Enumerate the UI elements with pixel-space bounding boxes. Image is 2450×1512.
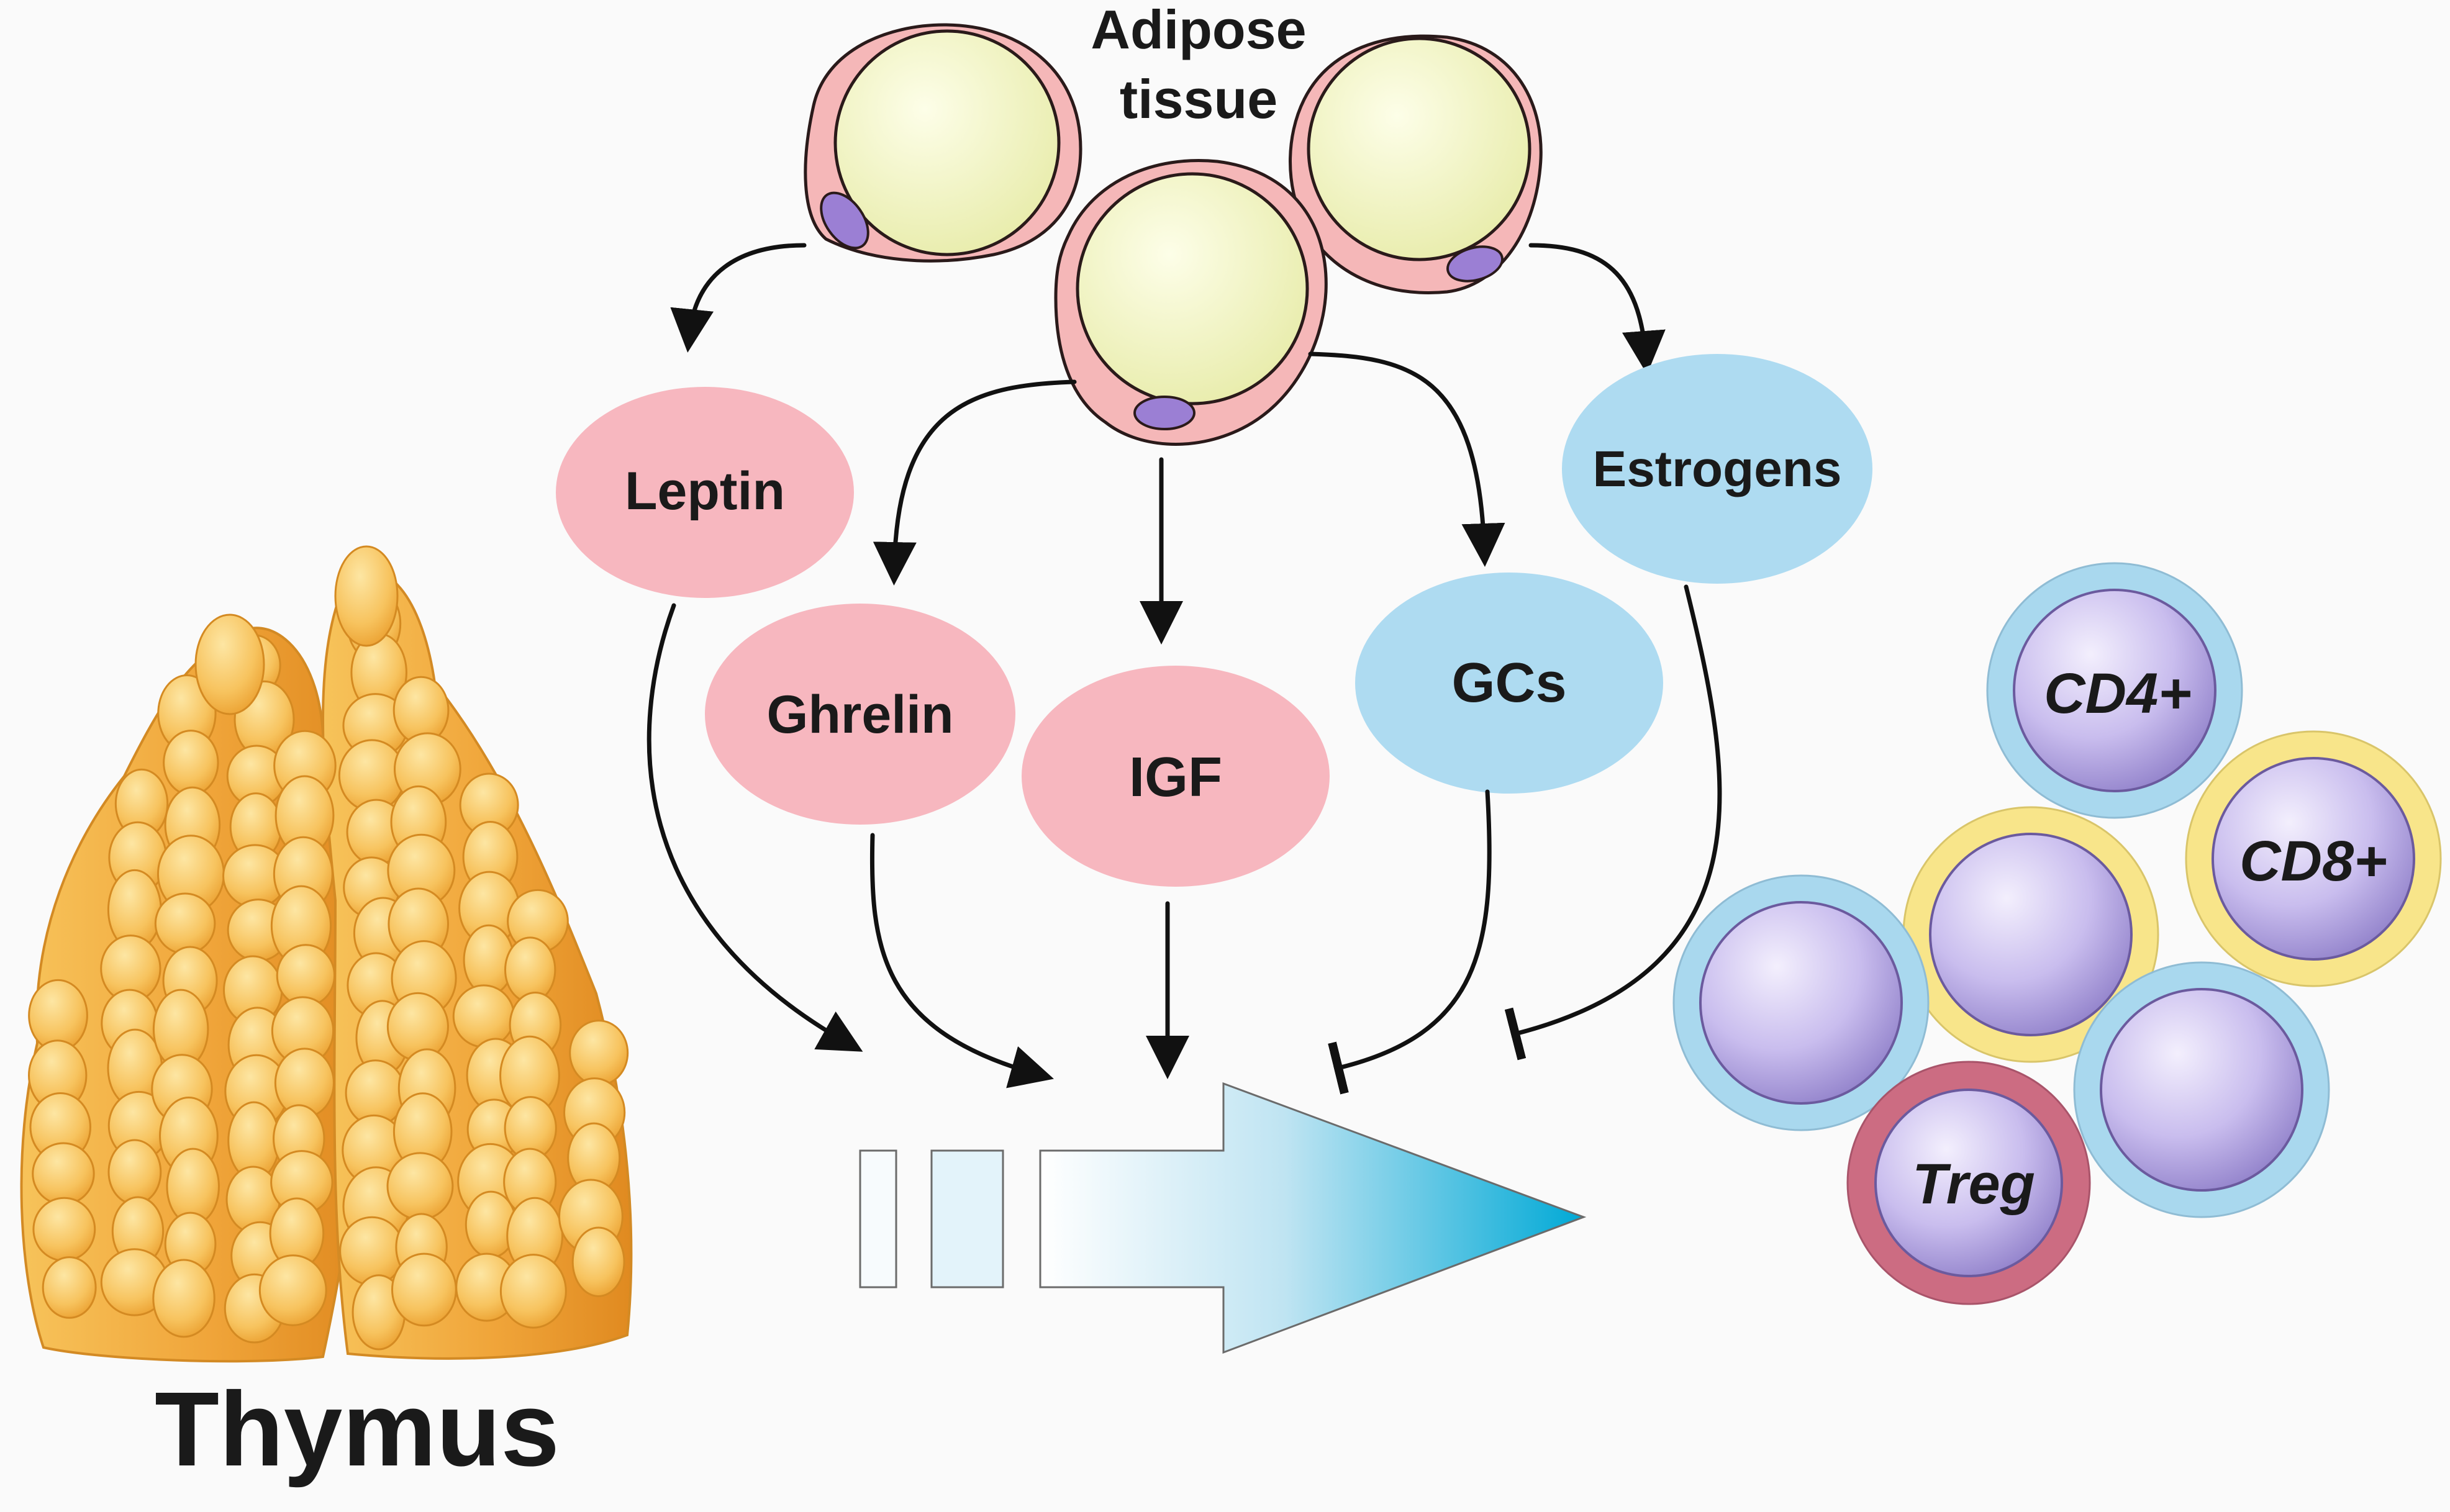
arrow-adipose-to-ghrelin (873, 379, 1077, 586)
adipocyte-right (1289, 34, 1543, 294)
adipose-connectors (670, 243, 1666, 645)
nucleus (1133, 396, 1196, 430)
thymus-lobule (32, 1197, 96, 1262)
thymus-lobule (569, 1020, 629, 1087)
t-cells: CD4+ CD8+ Treg (1672, 562, 2442, 1305)
cell-cd8: CD8+ (2185, 730, 2442, 987)
cell-cd4: CD4+ (1986, 562, 2243, 819)
gcs-label: GCs (1451, 652, 1566, 714)
thymus-lobule (42, 1256, 97, 1319)
thymus-lobule (452, 984, 515, 1048)
adipose-label-line1: Adipose (1091, 0, 1306, 60)
thymus-lobule (107, 1139, 162, 1205)
thymus-lobule (391, 1252, 457, 1327)
thymus-lobule (154, 892, 216, 955)
cell-treg: Treg (1846, 1061, 2091, 1305)
node-gcs: GCs (1355, 573, 1663, 794)
igf-label: IGF (1129, 746, 1222, 808)
arrow-adipose-to-estrogens (1528, 243, 1666, 374)
arrow-adipose-to-gcs (1308, 351, 1505, 567)
cd4-label: CD4+ (2044, 662, 2192, 725)
thymus-organ: Thymus (20, 545, 633, 1488)
thymus-lobule (386, 1152, 454, 1221)
inhibit-estrogens (1504, 584, 1722, 1061)
treg-label: Treg (1912, 1152, 2035, 1216)
arrow-ghrelin-stimulates (869, 833, 1054, 1089)
node-estrogens: Estrogens (1562, 354, 1872, 584)
adipose-tissue: Adipose tissue (804, 0, 1543, 446)
thymus-lobule (32, 1142, 95, 1205)
node-leptin: Leptin (556, 387, 854, 598)
inhibit-gcs (1328, 789, 1492, 1095)
flow-dash-1 (859, 1149, 897, 1288)
thymus-lobule (571, 1226, 625, 1297)
nucleus (1446, 245, 1504, 283)
hormone-connectors (647, 584, 1722, 1095)
thymus-lobule (258, 1254, 327, 1326)
thymus-lobule (152, 1259, 216, 1338)
thymus-lobule (194, 613, 265, 715)
cell-yellow-unlabeled (1902, 806, 2159, 1063)
development-flow-arrow (859, 1082, 1587, 1354)
arrow-leptin-stimulates (647, 603, 863, 1052)
ghrelin-label: Ghrelin (766, 685, 953, 745)
cell-blue-right (2073, 961, 2330, 1218)
cell-blue-left (1672, 874, 1930, 1131)
thymus-lobule (334, 545, 399, 647)
flow-dash-2 (930, 1149, 1004, 1288)
nucleus (820, 191, 869, 250)
thymus-lobule (163, 730, 219, 796)
adipocyte-center (1054, 159, 1328, 446)
leptin-label: Leptin (625, 461, 785, 521)
node-igf: IGF (1022, 666, 1330, 887)
thymus-lobule (499, 1254, 567, 1329)
adipocyte-left (804, 23, 1082, 263)
cd8-label: CD8+ (2239, 830, 2387, 893)
thymus-lobules (28, 545, 629, 1351)
node-ghrelin: Ghrelin (705, 604, 1015, 825)
flow-arrow-head (1039, 1082, 1587, 1354)
arrow-adipose-to-leptin (670, 243, 807, 353)
estrogens-label: Estrogens (1593, 441, 1842, 497)
adipose-label-line2: tissue (1120, 68, 1277, 130)
hormone-nodes: Leptin Ghrelin IGF GCs Estrogens (556, 354, 1872, 887)
thymus-label: Thymus (155, 1370, 560, 1488)
